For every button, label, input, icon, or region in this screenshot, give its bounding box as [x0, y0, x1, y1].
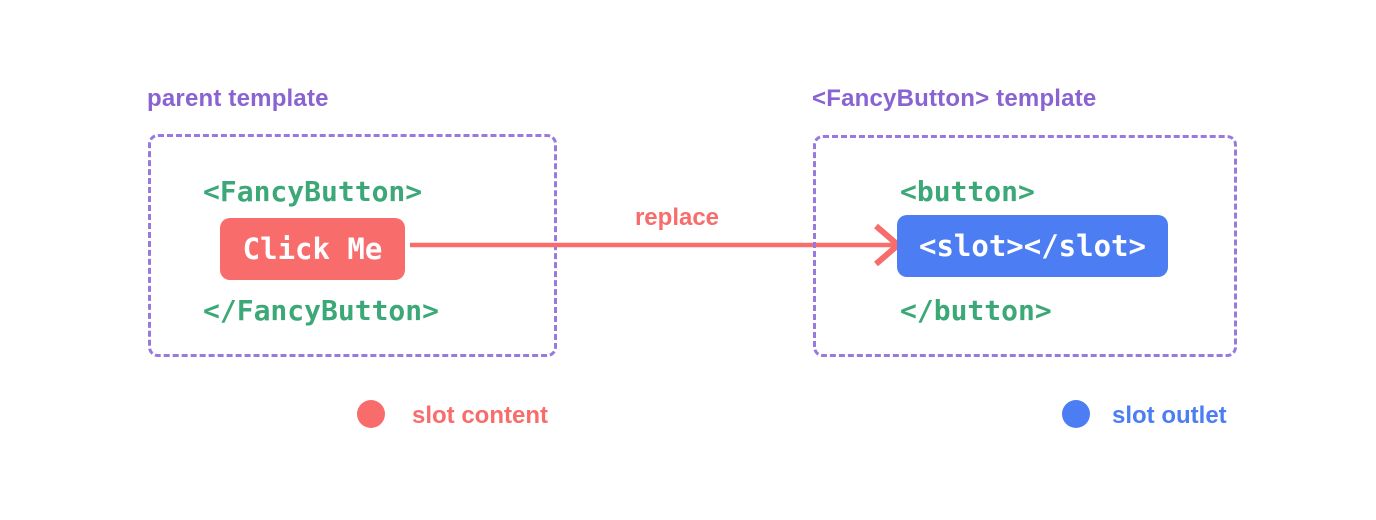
click-me-button: Click Me [220, 218, 405, 280]
slot-outlet-box: <slot></slot> [897, 215, 1168, 277]
red-dot-icon [357, 400, 385, 428]
slot-content-legend-label: slot content [412, 402, 548, 429]
blue-dot-icon [1062, 400, 1090, 428]
fancybutton-template-title: <FancyButton> template [812, 85, 1097, 112]
button-open-tag: <button> [900, 175, 1035, 208]
replace-label: replace [634, 204, 720, 231]
parent-template-title: parent template [147, 85, 329, 112]
button-close-tag: </button> [900, 294, 1052, 327]
slot-outlet-legend-label: slot outlet [1112, 402, 1227, 429]
fancybutton-close-tag: </FancyButton> [203, 294, 440, 327]
fancybutton-open-tag: <FancyButton> [203, 175, 423, 208]
fancybutton-template-box [813, 135, 1237, 357]
